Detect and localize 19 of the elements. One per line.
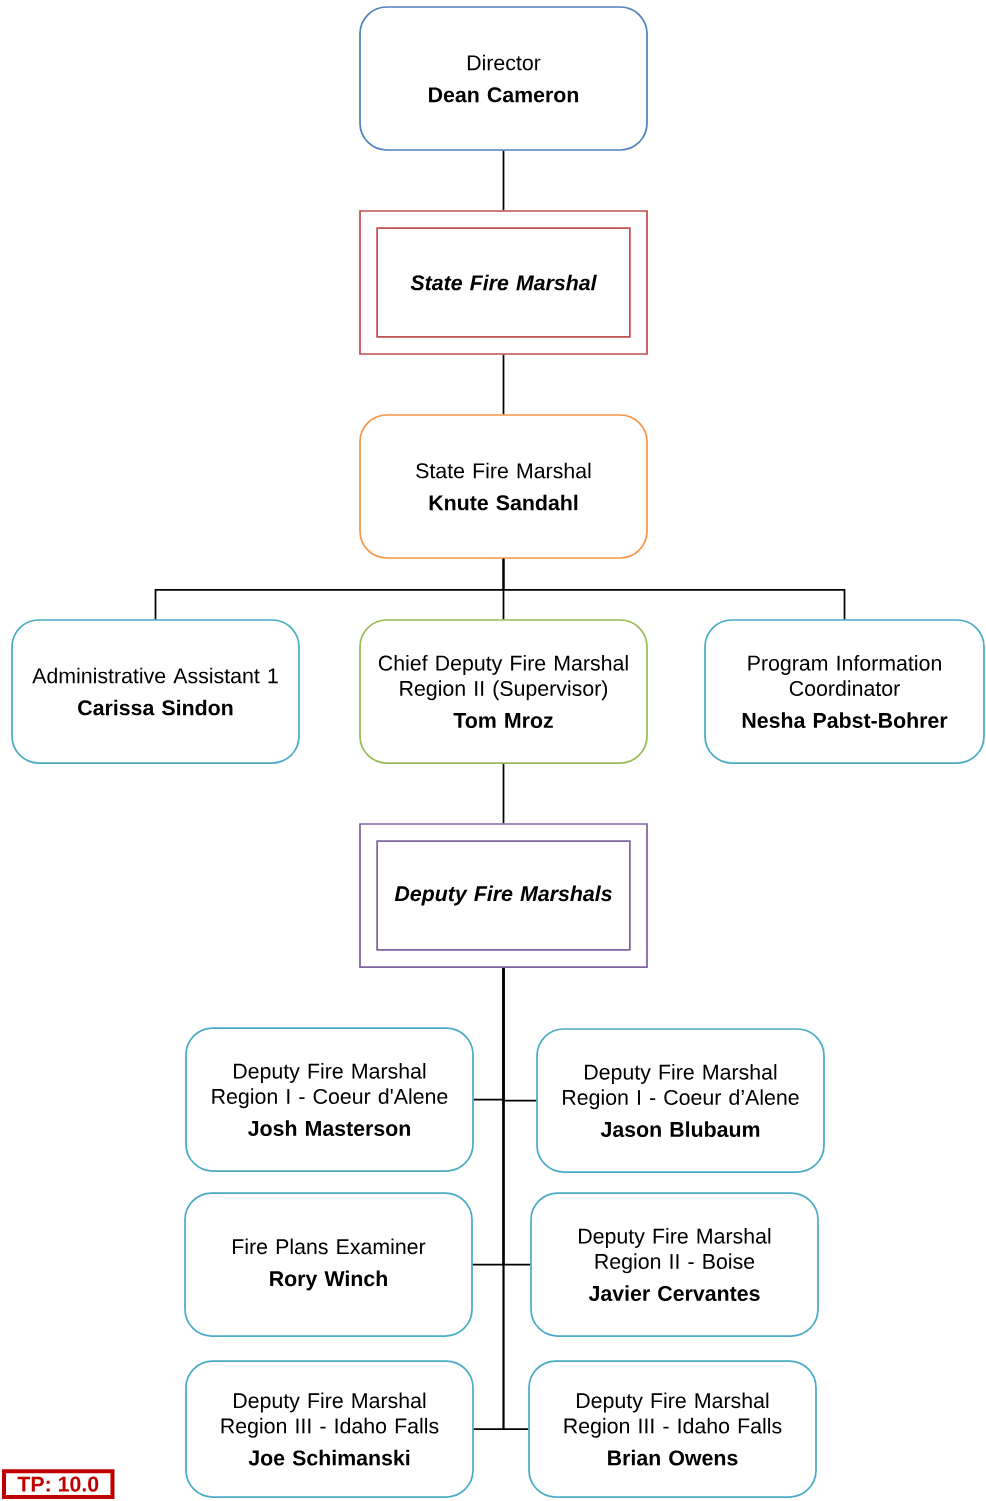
- connector-line: [502, 558, 846, 620]
- position-box: State Fire Marshal Knute Sandahl: [359, 414, 648, 559]
- title-box: State Fire Marshal: [359, 210, 648, 355]
- position-box: Deputy Fire Marshal Region I - Coeur d'Alene Josh Masterson: [185, 1027, 474, 1172]
- position-box: Director Dean Cameron: [359, 6, 648, 151]
- position-box: Fire Plans Examiner Rory Winch: [184, 1192, 473, 1337]
- position-box: Deputy Fire Marshal Region III - Idaho Falls Brian Owens: [528, 1360, 817, 1498]
- stamp-box: TP: 10.0: [2, 1469, 115, 1499]
- position-box: Program Information Coordinator Nesha Pabst-Bohrer: [704, 619, 985, 764]
- title-box: Deputy Fire Marshals: [359, 823, 648, 968]
- connector-line: [502, 150, 505, 211]
- connector-line: [502, 967, 529, 1430]
- position-box: Chief Deputy Fire Marshal Region II (Supervisor) Tom Mroz: [359, 619, 648, 764]
- position-box: Administrative Assistant 1 Carissa Sindon: [11, 619, 300, 764]
- position-box: Deputy Fire Marshal Region I - Coeur d’Alene Jason Blubaum: [536, 1028, 825, 1173]
- position-box: Deputy Fire Marshal Region III - Idaho Falls Joe Schimanski: [185, 1360, 474, 1498]
- connector-line: [502, 763, 505, 824]
- position-box: Deputy Fire Marshal Region II - Boise Javier Cervantes: [530, 1192, 819, 1337]
- connector-line: [502, 354, 505, 415]
